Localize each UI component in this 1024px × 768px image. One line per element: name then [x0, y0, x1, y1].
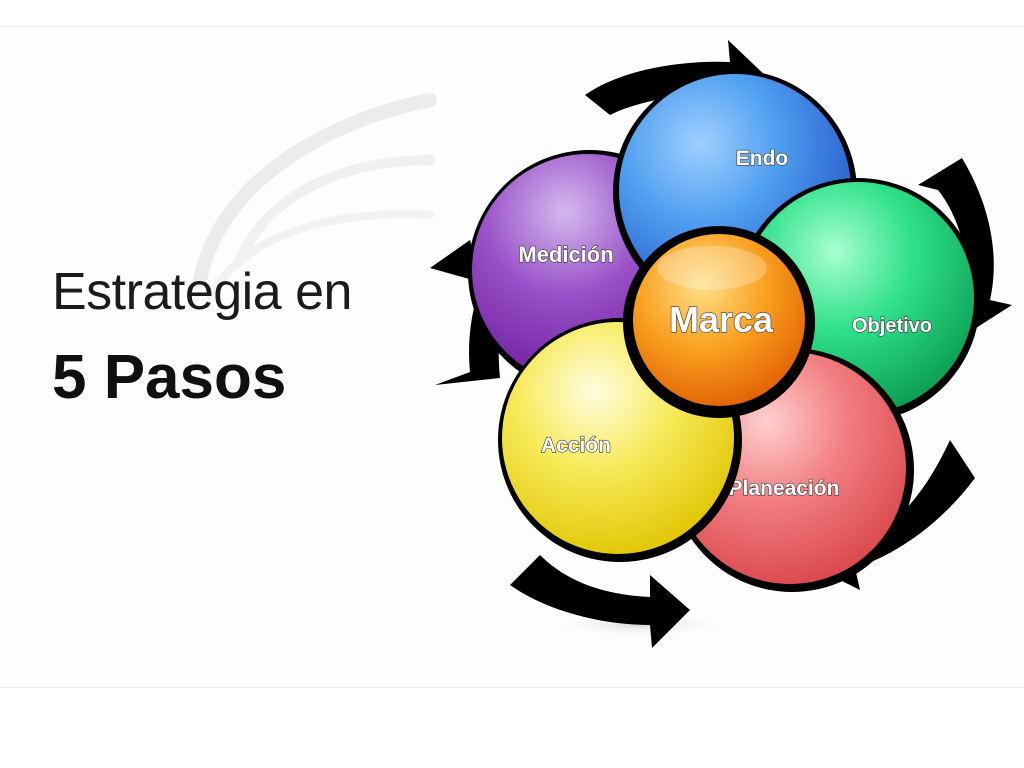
arrow-bottom-icon	[510, 555, 690, 648]
step-medicion-label: Medición	[518, 242, 613, 267]
step-endo-label: Endo	[736, 147, 789, 170]
step-objetivo-label: Objetivo	[852, 315, 932, 337]
title-line-1: Estrategia en	[52, 263, 352, 321]
arrow-left-head-icon	[430, 240, 480, 282]
arrow-top-icon	[585, 40, 770, 115]
step-accion-label: Acción	[541, 434, 611, 457]
step-planeacion-label: Planeación	[729, 477, 840, 500]
center-marca-label: Marca	[669, 299, 774, 340]
center-marca: Marca	[623, 226, 815, 418]
decorative-swoosh	[193, 93, 437, 299]
title-line-2: 5 Pasos	[52, 343, 287, 412]
